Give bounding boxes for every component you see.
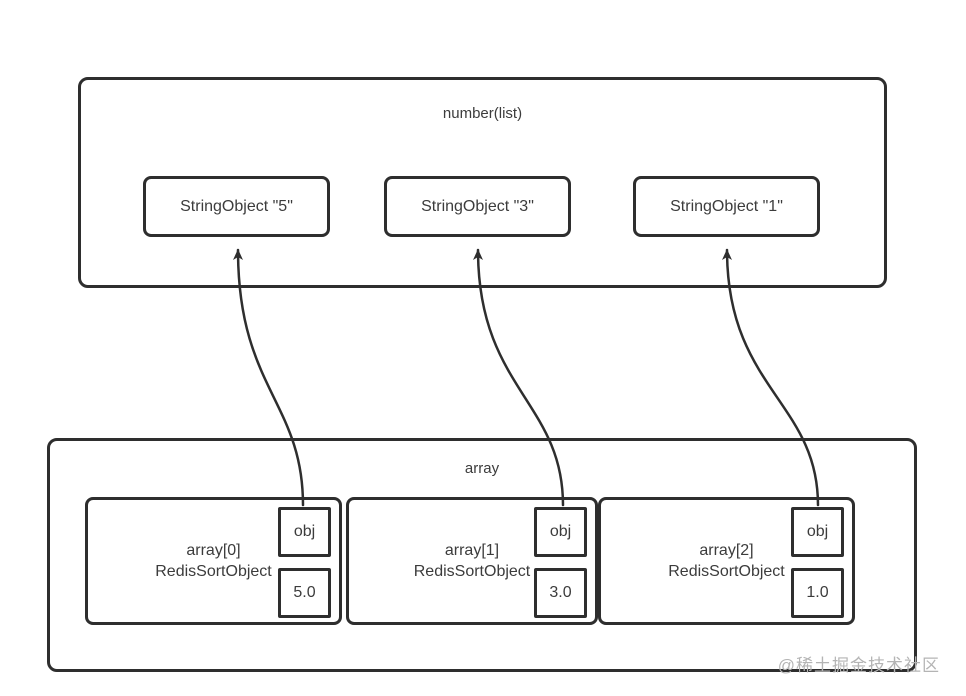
array-cell-1-index: array[1] xyxy=(444,542,500,559)
array-cell-0-obj-field: obj xyxy=(278,507,331,557)
array-cell-1-obj-field: obj xyxy=(534,507,587,557)
array-cell-0-type: RedisSortObject xyxy=(155,563,272,580)
string-object-5-node: StringObject "5" xyxy=(143,176,330,237)
array-cell-1-score-field: 3.0 xyxy=(534,568,587,618)
string-object-1-node: StringObject "1" xyxy=(633,176,820,237)
array-cell-1-type: RedisSortObject xyxy=(413,563,531,580)
array-cell-2-obj-field: obj xyxy=(791,507,844,557)
array-cell-0-score-field: 5.0 xyxy=(278,568,331,618)
string-object-3-node: StringObject "3" xyxy=(384,176,571,237)
array-cell-0: array[0] RedisSortObject obj 5.0 xyxy=(85,497,342,625)
juejin-watermark: @稀土掘金技术社区 xyxy=(777,656,940,675)
array-cell-1-obj-label: obj xyxy=(549,523,572,540)
array-cell-2-score-field: 1.0 xyxy=(791,568,844,618)
array-title: array xyxy=(464,460,500,477)
string-object-5-label: StringObject "5" xyxy=(180,197,293,215)
array-cell-2-index: array[2] xyxy=(699,542,754,559)
array-cell-0-score-value: 5.0 xyxy=(293,584,316,601)
string-object-1-label: StringObject "1" xyxy=(670,197,783,215)
array-cell-2-text: array[2] RedisSortObject xyxy=(601,500,852,622)
array-cell-0-text: array[0] RedisSortObject xyxy=(88,500,339,622)
number-list-title: number(list) xyxy=(442,105,523,122)
array-cell-1-score-value: 3.0 xyxy=(549,584,572,601)
array-cell-0-obj-label: obj xyxy=(293,523,316,540)
array-cell-0-index: array[0] xyxy=(186,542,241,559)
array-cell-1-text: array[1] RedisSortObject xyxy=(349,500,595,622)
array-cell-1: array[1] RedisSortObject obj 3.0 xyxy=(346,497,598,625)
array-cell-2-score-value: 1.0 xyxy=(806,584,829,601)
array-cell-2-type: RedisSortObject xyxy=(668,563,785,580)
array-cell-2-obj-label: obj xyxy=(806,523,829,540)
string-object-3-label: StringObject "3" xyxy=(421,197,534,215)
array-cell-2: array[2] RedisSortObject obj 1.0 xyxy=(598,497,855,625)
